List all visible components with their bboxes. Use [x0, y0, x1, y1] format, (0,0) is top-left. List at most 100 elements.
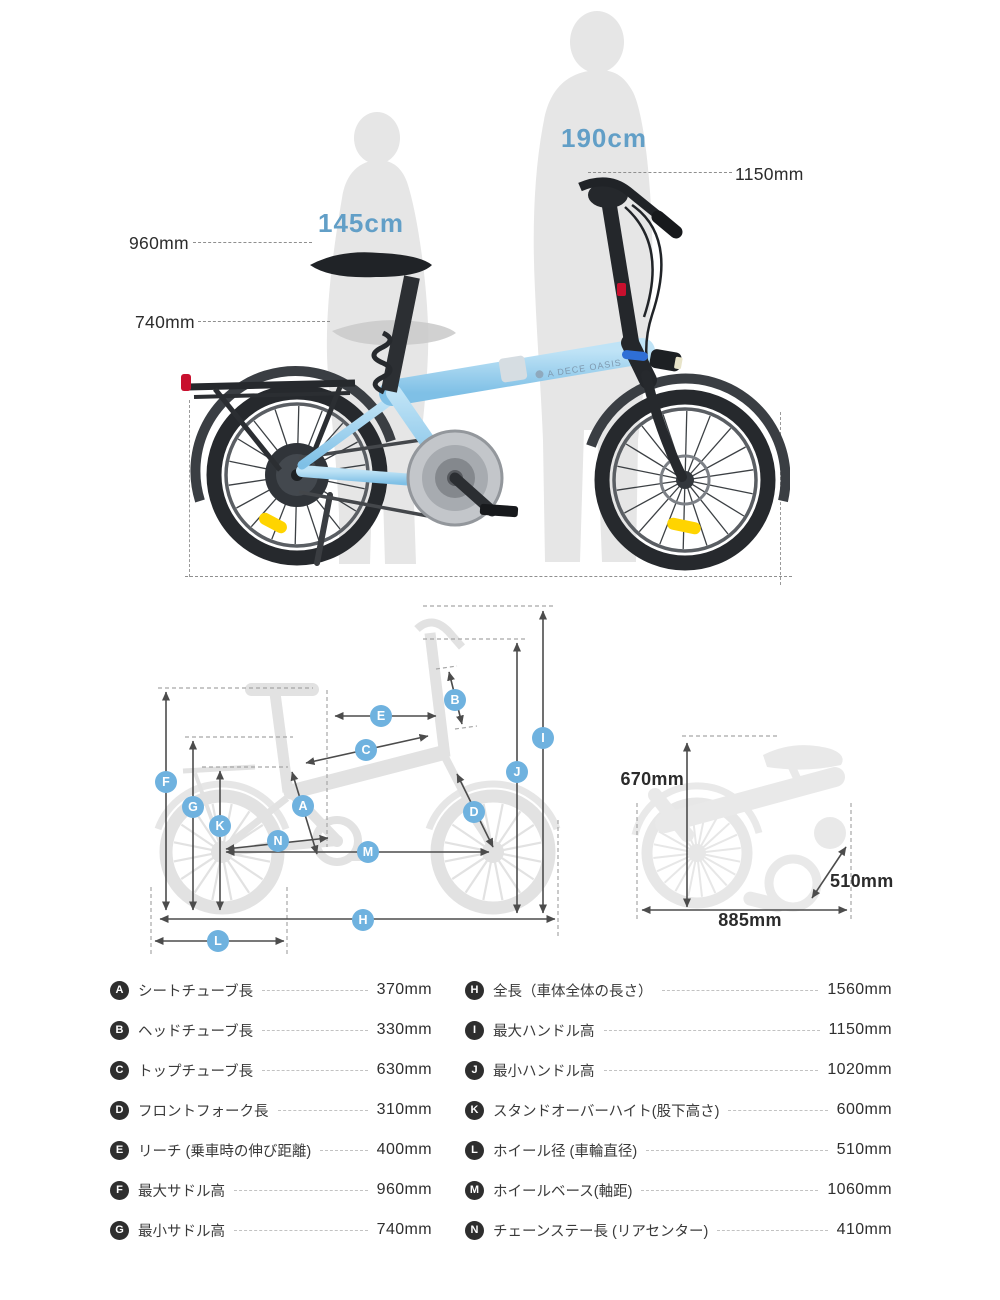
- spec-label-A: シートチューブ長: [138, 983, 254, 1000]
- spec-value-E: 400mm: [376, 1141, 432, 1158]
- spec-value-L: 510mm: [836, 1141, 892, 1158]
- spec-label-B: ヘッドチューブ長: [138, 1023, 254, 1040]
- spec-label-D: フロントフォーク長: [138, 1103, 269, 1120]
- spec-value-A: 370mm: [376, 981, 432, 998]
- spec-value-J: 1020mm: [827, 1061, 892, 1078]
- dim-chip-K: K: [209, 815, 231, 837]
- spec-badge-M: M: [465, 1180, 484, 1200]
- spec-label-K: スタンドオーバーハイト(股下高さ): [493, 1103, 720, 1120]
- spec-value-K: 600mm: [836, 1101, 892, 1118]
- ebike-illustration: A DECE OASIS: [181, 177, 790, 571]
- spec-label-E: リーチ (乗車時の伸び距離): [138, 1143, 312, 1160]
- saddle-min-dash-line: [198, 321, 330, 322]
- spec-badge-A: A: [110, 980, 129, 1000]
- dim-chip-J: J: [506, 761, 528, 783]
- spec-dash-M: [641, 1189, 819, 1191]
- spec-row-G: G 最小サドル高 740mm: [110, 1210, 432, 1250]
- spec-badge-L: L: [465, 1140, 484, 1160]
- spec-row-I: I 最大ハンドル高 1150mm: [465, 1010, 892, 1050]
- front-reflector: [667, 517, 701, 535]
- spec-badge-C: C: [110, 1060, 129, 1080]
- spec-label-F: 最大サドル高: [138, 1183, 225, 1200]
- spec-row-A: A シートチューブ長 370mm: [110, 970, 432, 1010]
- folding-joint: [498, 355, 528, 383]
- folded-dimension-arrows: [641, 742, 848, 914]
- spec-label-M: ホイールベース(軸距): [493, 1183, 633, 1200]
- handlebar-stem-fork: [578, 177, 687, 482]
- spec-label-N: チェーンステー長 (リアセンター): [493, 1223, 709, 1240]
- spec-badge-J: J: [465, 1060, 484, 1080]
- rider-tall-height-label: 190cm: [561, 123, 647, 153]
- spec-dash-C: [262, 1069, 368, 1071]
- spec-dash-N: [717, 1229, 828, 1231]
- spec-dash-E: [320, 1149, 368, 1151]
- spec-value-M: 1060mm: [827, 1181, 892, 1198]
- spec-value-C: 630mm: [376, 1061, 432, 1078]
- folded-height-label: 670mm: [620, 769, 684, 789]
- dim-chip-L: L: [207, 930, 229, 952]
- rear-fender: [190, 365, 396, 503]
- spec-dash-F: [234, 1189, 368, 1191]
- crankset: [406, 429, 519, 527]
- spec-badge-G: G: [110, 1220, 129, 1240]
- dim-chip-F: F: [155, 771, 177, 793]
- spec-badge-H: H: [465, 980, 484, 1000]
- spec-label-J: 最小ハンドル高: [493, 1063, 595, 1080]
- spec-badge-D: D: [110, 1100, 129, 1120]
- spec-dash-L: [646, 1149, 828, 1151]
- rear-bound-dash-line: [189, 400, 190, 577]
- folded-diagonal-label: 510mm: [830, 871, 894, 891]
- spec-badge-E: E: [110, 1140, 129, 1160]
- spec-badge-N: N: [465, 1220, 484, 1240]
- saddle-min-label: 740mm: [135, 312, 195, 332]
- spec-row-K: K スタンドオーバーハイト(股下高さ) 600mm: [465, 1090, 892, 1130]
- spec-badge-I: I: [465, 1020, 484, 1040]
- spec-badge-B: B: [110, 1020, 129, 1040]
- spec-dash-A: [262, 989, 368, 991]
- dim-chip-G: G: [182, 796, 204, 818]
- kickstand: [314, 492, 333, 566]
- spec-label-I: 最大ハンドル高: [493, 1023, 595, 1040]
- spec-row-E: E リーチ (乗車時の伸び距離) 400mm: [110, 1130, 432, 1170]
- saddle: [310, 252, 432, 278]
- reference-dash-lines: [150, 605, 559, 957]
- spec-value-H: 1560mm: [827, 981, 892, 998]
- suspension-spring: [371, 330, 393, 395]
- spec-dash-K: [728, 1109, 828, 1111]
- spec-label-G: 最小サドル高: [138, 1223, 225, 1240]
- spec-row-C: C トップチューブ長 630mm: [110, 1050, 432, 1090]
- spec-value-D: 310mm: [376, 1101, 432, 1118]
- handlebar-max-label: 1150mm: [735, 164, 804, 184]
- front-fender: [586, 373, 790, 503]
- dim-chip-D: D: [463, 801, 485, 823]
- front-light: [649, 349, 683, 372]
- saddle-max-dash-line: [193, 242, 312, 243]
- spec-row-J: J 最小ハンドル高 1020mm: [465, 1050, 892, 1090]
- folded-length-label: 885mm: [718, 910, 782, 930]
- spec-value-I: 1150mm: [828, 1021, 892, 1038]
- spec-row-D: D フロントフォーク長 310mm: [110, 1090, 432, 1130]
- spec-dash-J: [603, 1069, 819, 1071]
- spec-row-N: N チェーンステー長 (リアセンター) 410mm: [465, 1210, 892, 1250]
- spec-label-H: 全長（車体全体の長さ）: [493, 983, 653, 1000]
- spec-row-M: M ホイールベース(軸距) 1060mm: [465, 1170, 892, 1210]
- spec-list: A シートチューブ長 370mm B ヘッドチューブ長 330mm C トップチ…: [110, 970, 892, 1250]
- spec-value-G: 740mm: [376, 1221, 432, 1238]
- folded-bike-silhouette: [631, 745, 846, 913]
- gray-bike-silhouette: [154, 618, 561, 915]
- dim-chip-A: A: [292, 795, 314, 817]
- spec-row-L: L ホイール径 (車輪直径) 510mm: [465, 1130, 892, 1170]
- dim-chip-E: E: [370, 705, 392, 727]
- spec-label-L: ホイール径 (車輪直径): [493, 1143, 638, 1160]
- saddle-max-label: 960mm: [129, 233, 189, 253]
- spec-dash-H: [661, 989, 819, 991]
- rear-rack: [181, 374, 356, 472]
- spec-dash-I: [603, 1029, 820, 1031]
- folded-bike-diagram: [631, 735, 852, 922]
- pedal: [479, 503, 519, 518]
- spec-row-B: B ヘッドチューブ長 330mm: [110, 1010, 432, 1050]
- folded-dash-lines: [636, 735, 852, 922]
- spec-label-C: トップチューブ長: [138, 1063, 254, 1080]
- headset-blue-ring: [621, 350, 648, 361]
